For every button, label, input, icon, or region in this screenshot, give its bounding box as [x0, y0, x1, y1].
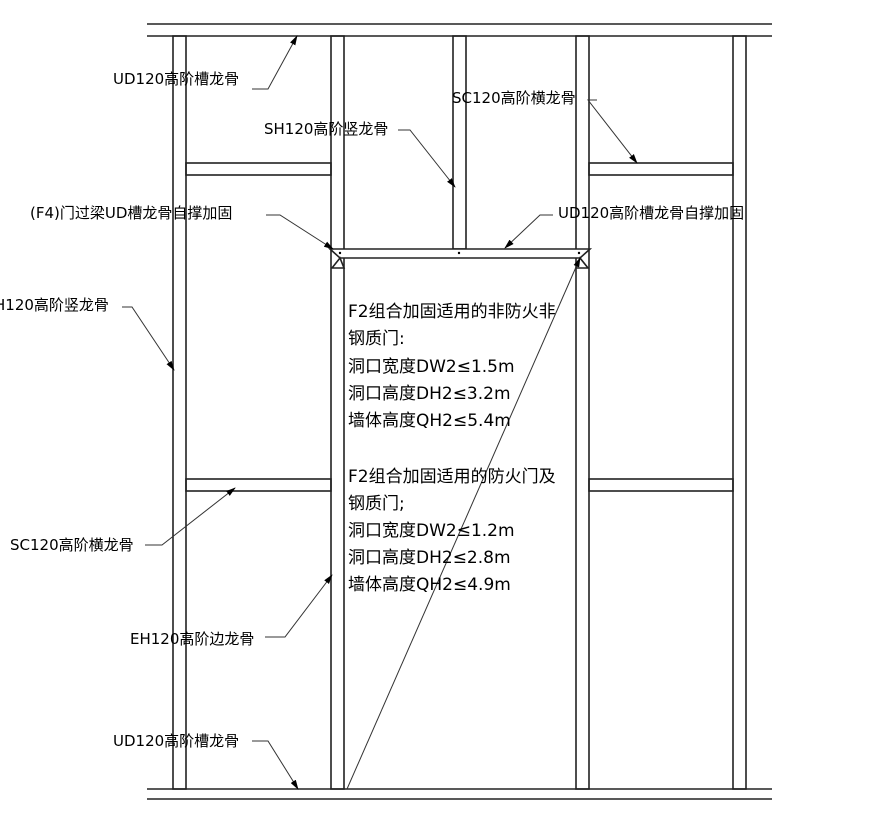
note-2-line-3: 洞口宽度DW2≤1.2m	[348, 521, 515, 541]
noggin-mid-right	[588, 478, 734, 492]
note-1-line-4: 洞口高度DH2≤3.2m	[348, 384, 511, 404]
stud-right	[732, 35, 747, 790]
noggin-top-left	[185, 162, 332, 176]
label-ud-self-brace: UD120高阶槽龙骨自撑加固	[558, 204, 745, 222]
short-stud-center	[452, 35, 467, 250]
note-1-line-3: 洞口宽度DW2≤1.5m	[348, 357, 515, 377]
label-sc-top-right: SC120高阶横龙骨	[452, 89, 576, 107]
note-1-line-1: F2组合加固适用的非防火非	[348, 302, 556, 322]
bottom-track	[147, 788, 772, 800]
label-sc-left: SC120高阶横龙骨	[10, 536, 134, 554]
label-ud-bottom: UD120高阶槽龙骨	[113, 732, 240, 750]
noggin-top-right	[588, 162, 734, 176]
door-header	[327, 248, 593, 269]
label-f4-header: (F4)门过梁UD槽龙骨自撑加固	[30, 204, 233, 222]
top-track	[147, 23, 772, 37]
note-1-line-2: 钢质门:	[348, 329, 405, 349]
note-1-line-5: 墙体高度QH2≤5.4m	[348, 411, 511, 431]
noggin-mid-left	[185, 478, 332, 492]
note-2-line-2: 钢质门;	[348, 494, 405, 514]
leader-lines	[122, 35, 638, 790]
note-2-line-1: F2组合加固适用的防火门及	[348, 467, 556, 487]
edge-stud-left	[330, 35, 345, 790]
label-eh-edge: EH120高阶边龙骨	[130, 630, 255, 648]
label-h-stud-left: H120高阶竖龙骨	[0, 296, 109, 314]
label-ud-top: UD120高阶槽龙骨	[113, 70, 240, 88]
label-sh-stud: SH120高阶竖龙骨	[264, 120, 389, 138]
note-2-line-4: 洞口高度DH2≤2.8m	[348, 548, 511, 568]
note-2-line-5: 墙体高度QH2≤4.9m	[348, 575, 511, 595]
edge-stud-right	[575, 35, 590, 790]
stud-left	[172, 35, 187, 790]
